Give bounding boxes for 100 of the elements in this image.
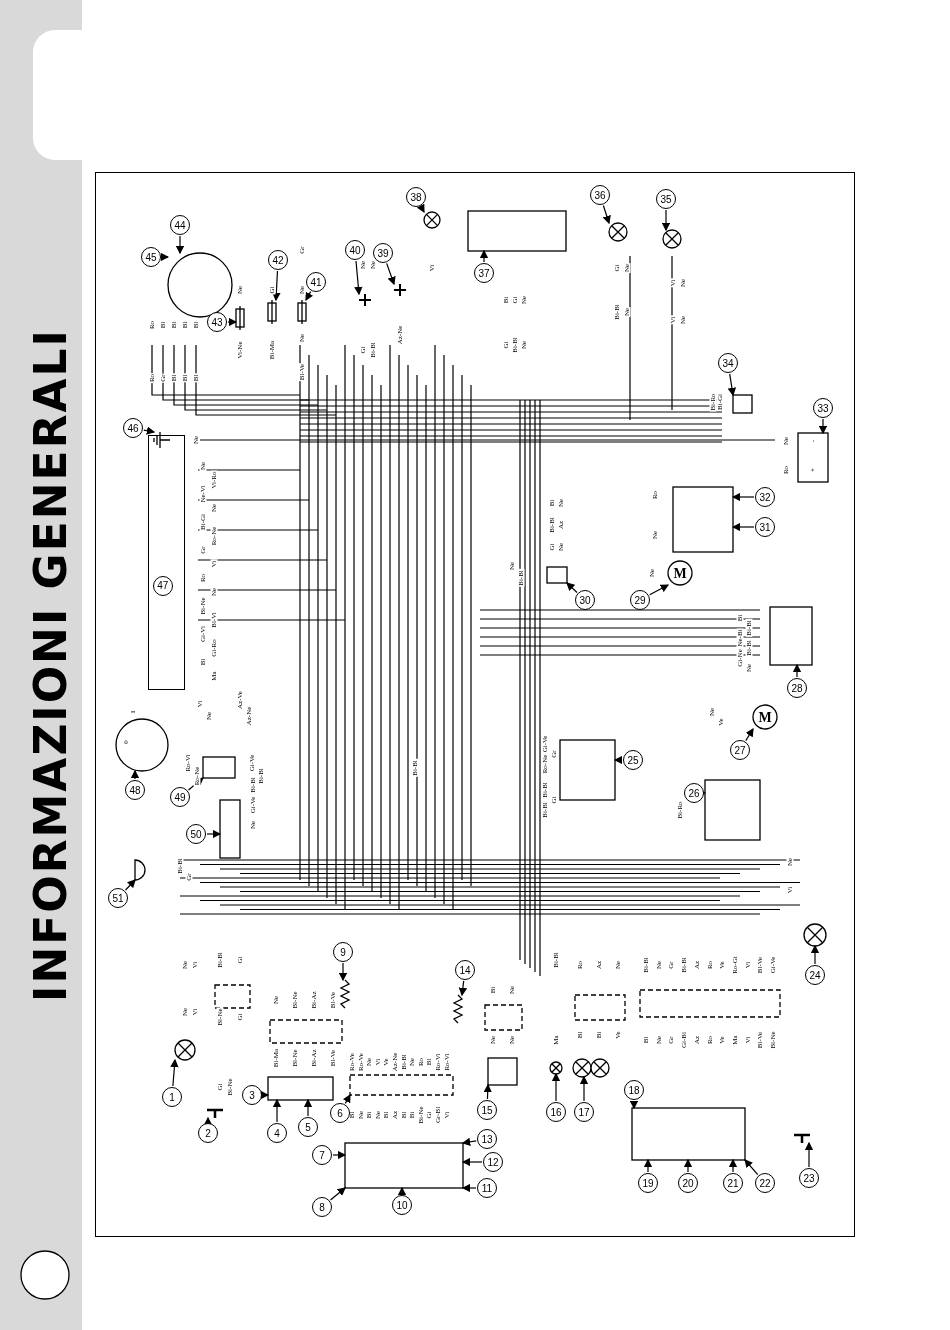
- callout-number: 24: [805, 965, 825, 985]
- lamp-symbol: [174, 1039, 196, 1061]
- leader-line: [338, 962, 348, 982]
- callout-number: 44: [170, 215, 190, 235]
- leader-line: [683, 1158, 693, 1173]
- leader-line: [479, 249, 489, 263]
- component-box: [344, 1142, 464, 1189]
- leader-line: [579, 1075, 589, 1102]
- component-box: [546, 566, 568, 584]
- callout-number: 38: [406, 187, 426, 207]
- leader-line: [745, 728, 754, 742]
- page-number-circle: [20, 1250, 70, 1300]
- horn-symbol: [792, 1133, 812, 1145]
- callout-number: 5: [298, 1117, 318, 1137]
- callout-number: 31: [755, 517, 775, 537]
- leader-line: [810, 944, 820, 965]
- ground-symbol: [153, 431, 171, 449]
- callout-number: 30: [575, 590, 595, 610]
- callout-number: 26: [684, 783, 704, 803]
- connector-block: [148, 435, 185, 690]
- callout-number: 12: [483, 1152, 503, 1172]
- callout-number: 51: [108, 888, 128, 908]
- leader-line: [818, 418, 828, 435]
- callout-number: 20: [678, 1173, 698, 1193]
- fuse-symbol: [235, 305, 245, 331]
- callout-number: 49: [170, 787, 190, 807]
- callout-number: 33: [813, 398, 833, 418]
- leader-line: [227, 317, 238, 327]
- callout-number: 50: [186, 824, 206, 844]
- lamp-symbol: [608, 222, 628, 242]
- callout-number: 29: [630, 590, 650, 610]
- leader-line: [416, 203, 425, 214]
- horn-symbol: [205, 1108, 225, 1120]
- lamp-symbol: [803, 923, 827, 947]
- callout-number: 11: [477, 1178, 497, 1198]
- lamp-symbol: [423, 211, 441, 229]
- leader-line: [386, 262, 396, 286]
- component-box: [267, 1076, 334, 1101]
- leader-line: [551, 1072, 561, 1102]
- alternator-symbol: [167, 252, 233, 318]
- leader-line: [661, 209, 671, 232]
- callout-number: 15: [477, 1100, 497, 1120]
- leader-line: [303, 1098, 313, 1117]
- leader-line: [602, 204, 611, 225]
- component-box: [672, 486, 734, 553]
- callout-number: 48: [125, 780, 145, 800]
- leader-line: [566, 582, 578, 594]
- callout-number: 42: [268, 250, 288, 270]
- callout-number: 4: [267, 1123, 287, 1143]
- callout-number: 7: [312, 1145, 332, 1165]
- leader-line: [175, 235, 185, 255]
- leader-line: [727, 373, 737, 397]
- leader-line: [744, 1159, 759, 1176]
- resistor-symbol: [339, 979, 351, 1009]
- diagnostic-connector: [219, 799, 241, 859]
- fuse-symbol: [267, 299, 277, 325]
- component-box: [487, 1057, 518, 1086]
- callout-number: 17: [574, 1102, 594, 1122]
- callout-number: 22: [755, 1173, 775, 1193]
- callout-number: 8: [312, 1197, 332, 1217]
- leader-line: [272, 1098, 282, 1123]
- leader-line: [804, 1141, 814, 1168]
- leader-line: [143, 426, 156, 435]
- callout-number: 27: [730, 740, 750, 760]
- component-box: [704, 779, 761, 841]
- callout-number: 1: [162, 1087, 182, 1107]
- component-box: [559, 739, 616, 801]
- page-title: INFORMAZIONI GENERALI: [24, 328, 76, 1002]
- leader-line: [731, 522, 755, 532]
- callout-number: 40: [345, 240, 365, 260]
- connector-housing: [349, 1074, 454, 1096]
- callout-number: 25: [623, 750, 643, 770]
- callout-number: 43: [207, 312, 227, 332]
- lamp-symbol: [662, 229, 682, 249]
- fuse-symbol: [297, 299, 307, 325]
- leader-line: [458, 980, 468, 997]
- lamp-symbol: [549, 1061, 563, 1075]
- callout-number: 9: [333, 942, 353, 962]
- callout-number: 2: [198, 1123, 218, 1143]
- connector-housing: [214, 984, 251, 1009]
- leader-line: [731, 492, 755, 502]
- leader-line: [342, 1093, 351, 1104]
- leader-line: [397, 1186, 407, 1196]
- callout-number: 13: [477, 1129, 497, 1149]
- leader-line: [130, 769, 140, 780]
- callout-number: 47: [152, 575, 173, 596]
- callout-number: 19: [638, 1173, 658, 1193]
- lamp-symbol: [572, 1058, 610, 1078]
- connector-housing: [269, 1019, 343, 1044]
- callout-number: 32: [755, 487, 775, 507]
- leader-line: [649, 584, 670, 596]
- switch-symbol: [393, 283, 407, 297]
- leader-line: [728, 1158, 738, 1173]
- callout-number: 37: [474, 263, 494, 283]
- callout-number: 3: [242, 1085, 262, 1105]
- callout-number: 23: [799, 1168, 819, 1188]
- connector-housing: [484, 1004, 523, 1031]
- callout-number: 14: [455, 960, 475, 980]
- leader-line: [792, 663, 802, 678]
- callout-number: 16: [546, 1102, 566, 1122]
